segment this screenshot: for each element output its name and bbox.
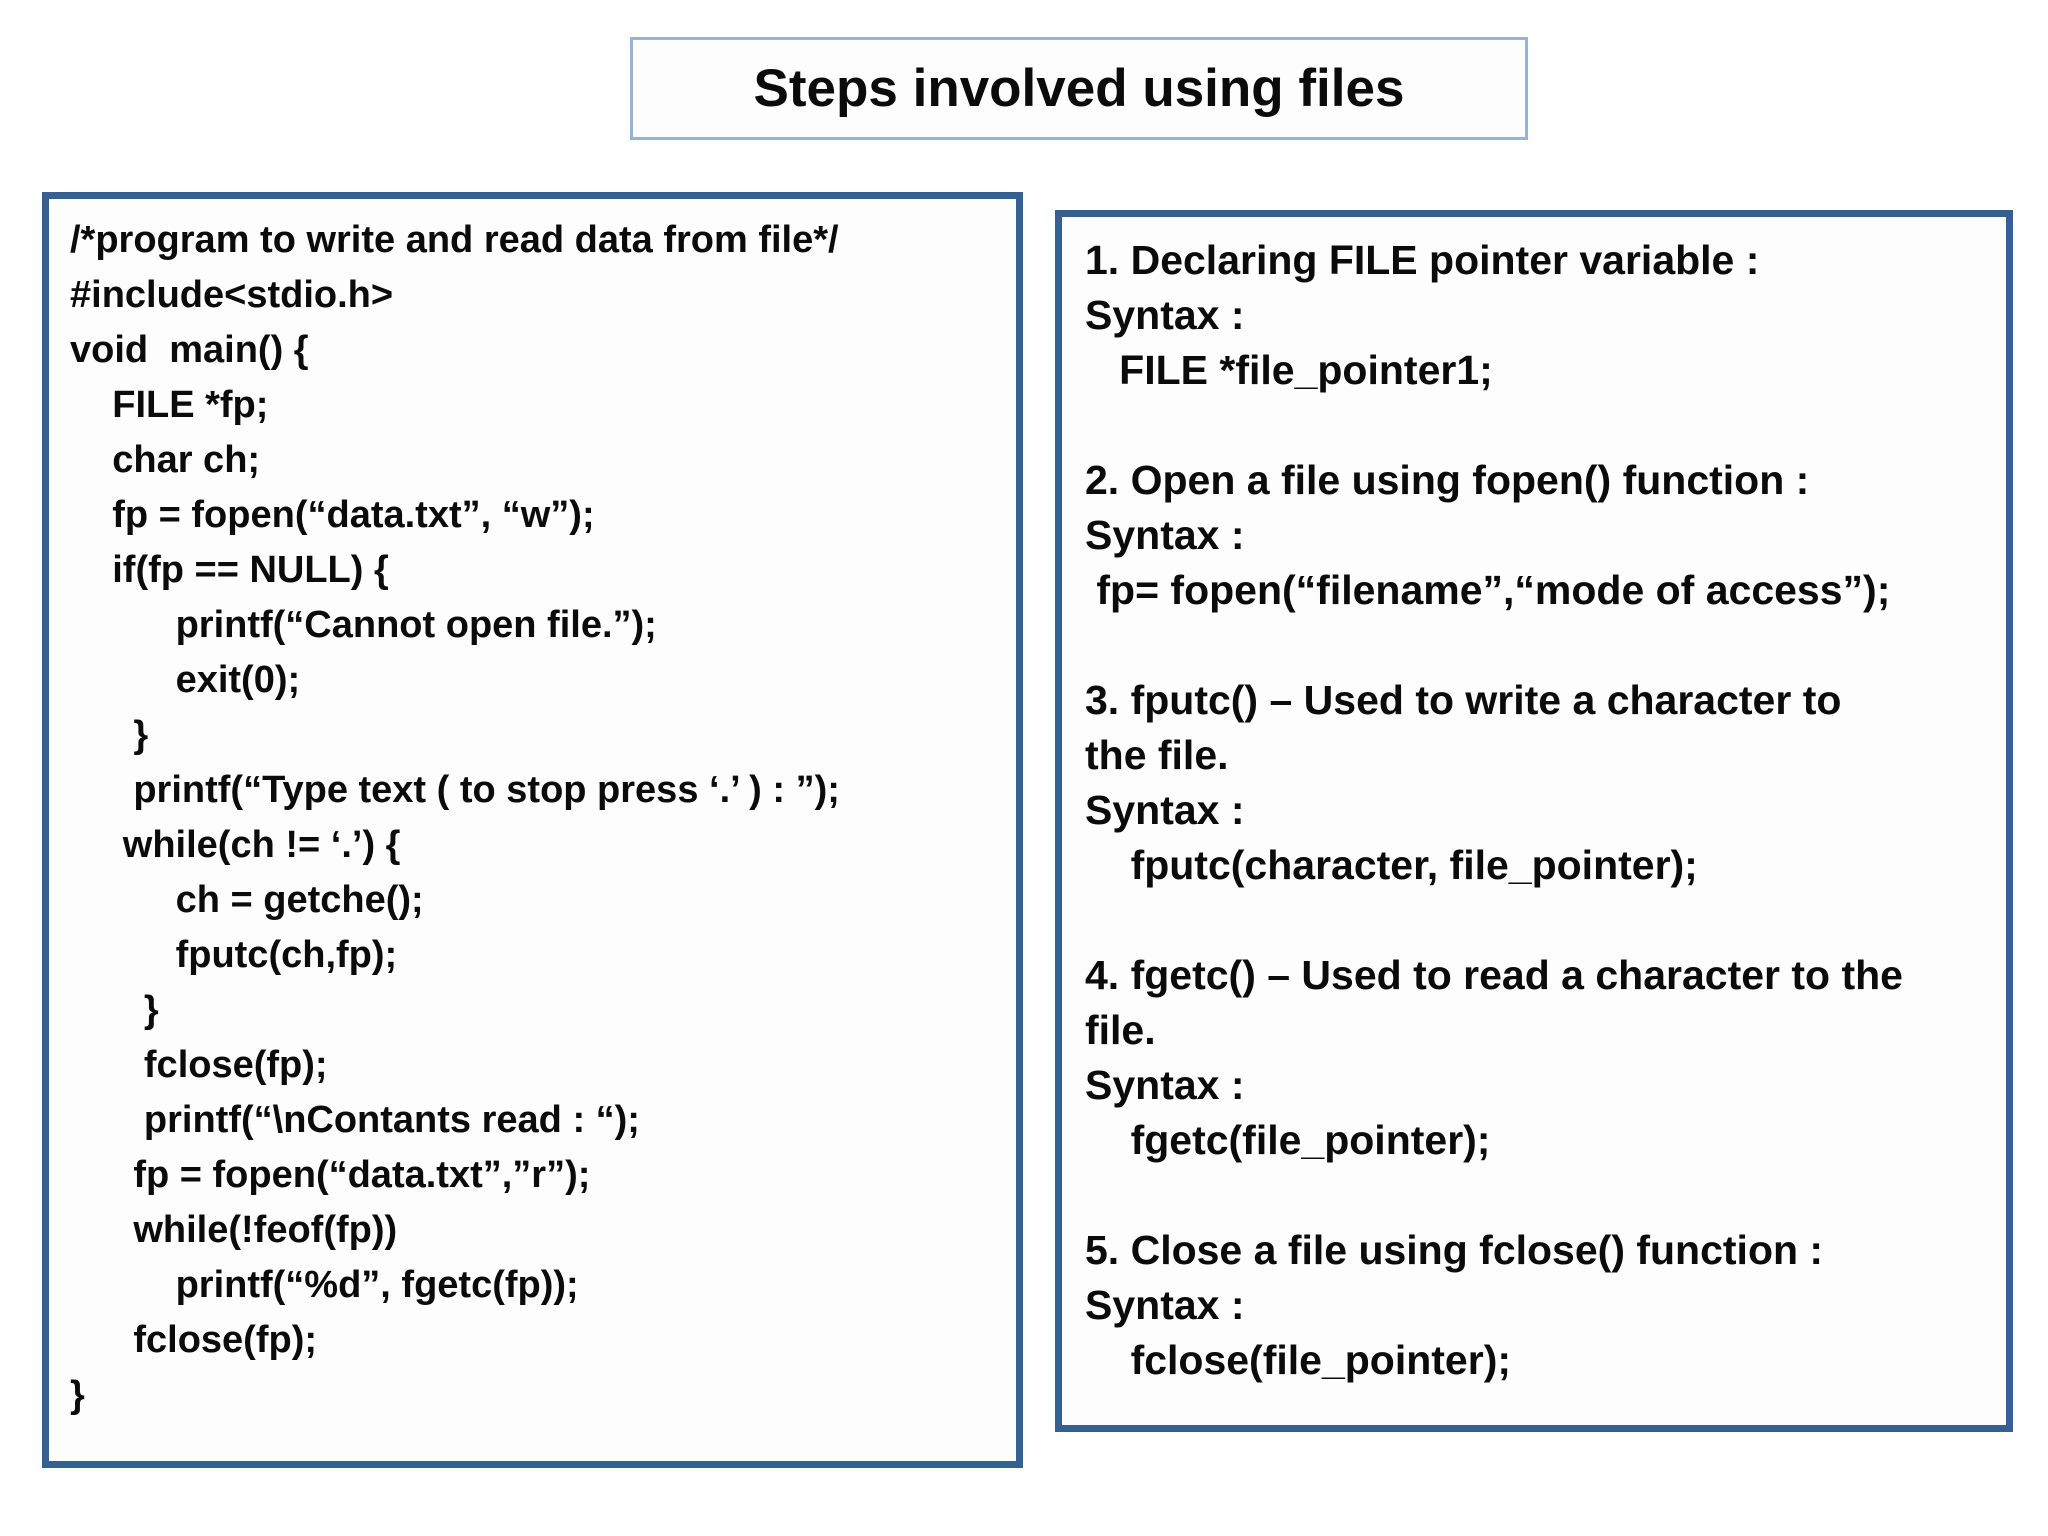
code-line: #include<stdio.h>	[70, 274, 394, 316]
code-line: fp = fopen(“data.txt”, “w”);	[70, 494, 595, 536]
code-line: ch = getche();	[70, 879, 424, 921]
code-line: void main() {	[70, 329, 309, 371]
step-line: Syntax :	[1085, 292, 1245, 338]
code-line: printf(“%d”, fgetc(fp));	[70, 1264, 579, 1306]
step-line	[1085, 1168, 2006, 1223]
code-line: fclose(fp);	[70, 1044, 328, 1086]
code-line: FILE *fp;	[70, 384, 269, 426]
code-line: if(fp == NULL) {	[70, 549, 389, 591]
code-line: while(ch != ‘.’) {	[70, 824, 401, 866]
title-box: Steps involved using files	[630, 37, 1528, 140]
step-line: fp= fopen(“filename”,“mode of access”);	[1085, 567, 1891, 613]
step-line: 3. fputc() – Used to write a character t…	[1085, 677, 1842, 723]
step-line	[1085, 893, 2006, 948]
code-line: char ch;	[70, 439, 261, 481]
step-line: the file.	[1085, 732, 1229, 778]
code-panel: /*program to write and read data from fi…	[42, 192, 1023, 1468]
code-line: printf(“Type text ( to stop press ‘.’ ) …	[70, 769, 840, 811]
step-line: fgetc(file_pointer);	[1085, 1117, 1491, 1163]
step-line: Syntax :	[1085, 787, 1245, 833]
page-title: Steps involved using files	[753, 59, 1405, 118]
code-line: printf(“Cannot open file.”);	[70, 604, 657, 646]
step-line: 5. Close a file using fclose() function …	[1085, 1227, 1824, 1273]
code-line: printf(“\nContants read : “);	[70, 1099, 640, 1141]
code-line: fclose(fp);	[70, 1319, 317, 1361]
step-line: fputc(character, file_pointer);	[1085, 842, 1698, 888]
code-line: }	[70, 714, 149, 756]
step-line: Syntax :	[1085, 1282, 1245, 1328]
step-line: 4. fgetc() – Used to read a character to…	[1085, 952, 1903, 998]
code-line: }	[70, 989, 159, 1031]
code-line: exit(0);	[70, 659, 301, 701]
step-line: 1. Declaring FILE pointer variable :	[1085, 237, 1760, 283]
step-line: fclose(file_pointer);	[1085, 1337, 1511, 1383]
steps-panel: 1. Declaring FILE pointer variable : Synt…	[1055, 210, 2013, 1432]
step-line: file.	[1085, 1007, 1156, 1053]
step-line: FILE *file_pointer1;	[1085, 347, 1493, 393]
code-line: while(!feof(fp))	[70, 1209, 398, 1251]
code-line: }	[70, 1374, 85, 1416]
step-line	[1085, 618, 2006, 673]
code-line: fputc(ch,fp);	[70, 934, 398, 976]
step-line: Syntax :	[1085, 512, 1245, 558]
code-line: fp = fopen(“data.txt”,”r”);	[70, 1154, 591, 1196]
step-line: 2. Open a file using fopen() function :	[1085, 457, 1810, 503]
code-line: /*program to write and read data from fi…	[70, 219, 839, 261]
step-line: Syntax :	[1085, 1062, 1245, 1108]
step-line	[1085, 398, 2006, 453]
